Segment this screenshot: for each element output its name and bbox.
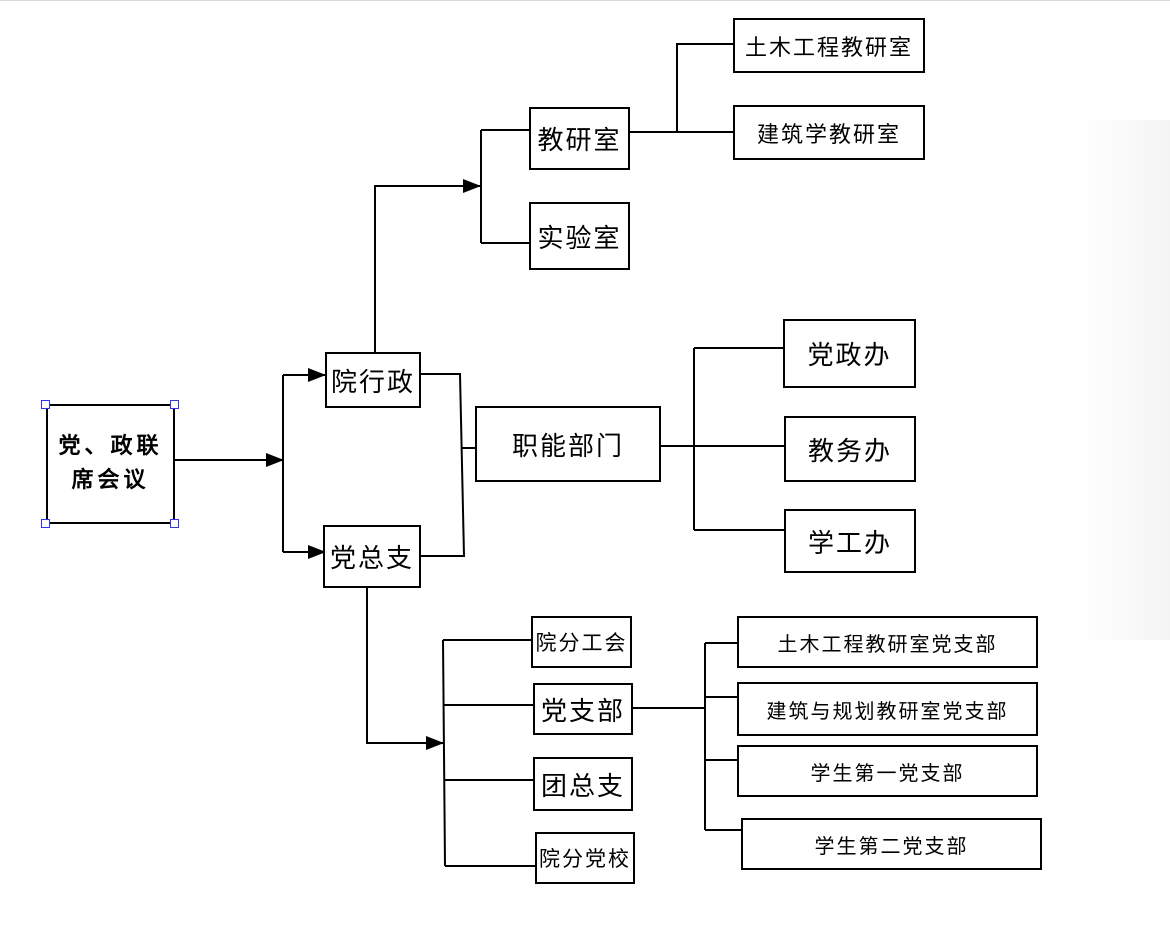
node-subbranch-civil-label: 土木工程教研室党支部 — [777, 631, 998, 656]
node-subbranch-civil[interactable]: 土木工程教研室党支部 — [737, 616, 1038, 668]
node-party-branch-label: 党支部 — [540, 696, 625, 727]
connector-party-down — [366, 588, 444, 750]
node-party-school[interactable]: 院分党校 — [535, 832, 635, 884]
node-lab-label: 实验室 — [537, 223, 622, 254]
node-functional-label: 职能部门 — [511, 431, 624, 462]
node-union-label: 院分工会 — [535, 631, 628, 655]
node-office-student[interactable]: 学工办 — [784, 509, 916, 573]
edge-shadow — [1080, 120, 1170, 640]
node-subbranch-student1[interactable]: 学生第一党支部 — [737, 745, 1038, 797]
node-office-academic-label: 教务办 — [807, 436, 892, 467]
resize-handle-top-right[interactable] — [170, 400, 179, 409]
node-party[interactable]: 党总支 — [323, 525, 421, 588]
node-youth-league[interactable]: 团总支 — [533, 757, 633, 811]
node-teaching-research[interactable]: 教研室 — [529, 107, 630, 170]
node-lab[interactable]: 实验室 — [529, 202, 630, 270]
resize-handle-top-left[interactable] — [41, 400, 50, 409]
node-admin[interactable]: 院行政 — [325, 352, 421, 408]
node-office-party-admin-label: 党政办 — [807, 341, 892, 371]
resize-handle-bottom-left[interactable] — [41, 519, 50, 528]
node-office-student-label: 学工办 — [807, 528, 892, 559]
node-office-academic[interactable]: 教务办 — [784, 416, 916, 482]
node-union[interactable]: 院分工会 — [531, 616, 632, 668]
connector-admin-up — [374, 179, 481, 352]
connector-to-tr-civil — [676, 43, 733, 132]
connector-bracket — [420, 373, 466, 557]
node-tr-civil[interactable]: 土木工程教研室 — [733, 18, 925, 73]
node-root-label: 党、政联席会议 — [58, 434, 163, 493]
node-tr-civil-label: 土木工程教研室 — [744, 35, 913, 61]
top-border — [0, 0, 1170, 1]
node-office-party-admin[interactable]: 党政办 — [783, 319, 916, 388]
node-subbranch-architecture[interactable]: 建筑与规划教研室党支部 — [737, 682, 1038, 736]
node-tr-architecture-label: 建筑学教研室 — [756, 122, 901, 148]
node-party-label: 党总支 — [329, 544, 414, 574]
node-subbranch-architecture-label: 建筑与规划教研室党支部 — [766, 698, 1009, 723]
node-root[interactable]: 党、政联席会议 — [46, 404, 175, 524]
node-subbranch-student2[interactable]: 学生第二党支部 — [741, 818, 1042, 870]
connector-units-bus — [442, 639, 446, 867]
node-tr-architecture[interactable]: 建筑学教研室 — [733, 105, 925, 160]
node-subbranch-student1-label: 学生第一党支部 — [810, 760, 965, 785]
node-teaching-research-label: 教研室 — [537, 126, 622, 156]
node-functional[interactable]: 职能部门 — [475, 406, 661, 482]
node-party-school-label: 院分党校 — [539, 847, 631, 871]
node-party-branch[interactable]: 党支部 — [533, 683, 633, 735]
node-subbranch-student2-label: 学生第二党支部 — [814, 833, 969, 858]
node-youth-league-label: 团总支 — [540, 771, 625, 802]
resize-handle-bottom-right[interactable] — [170, 519, 179, 528]
node-admin-label: 院行政 — [330, 367, 415, 398]
